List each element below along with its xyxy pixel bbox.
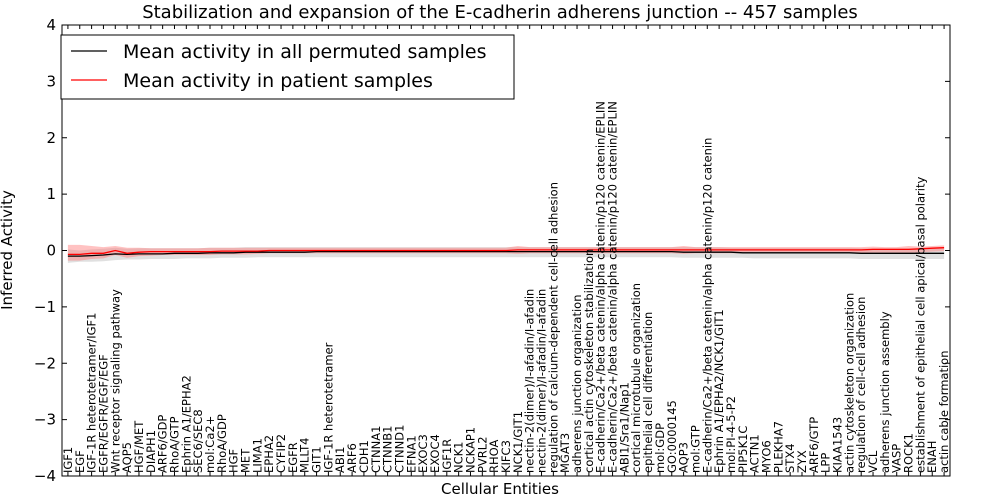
x-tick-label: cortical microtubule organization [629,283,643,473]
x-tick-label: ROCK1 [902,433,916,473]
x-tick-label: KIAA1543 [831,417,845,473]
y-tick-label: −4 [34,467,56,485]
legend: Mean activity in all permuted samples Me… [60,34,515,100]
x-tick-label: ACTN1 [748,434,762,473]
y-tick-label: 2 [46,129,56,147]
x-tick-label: RhoA/GTP [168,416,182,473]
y-tick-label: −3 [34,411,56,429]
y-tick-label: 4 [46,16,56,34]
x-tick-label: SEC6/SEC8 [191,409,205,473]
x-tick-label: HGF/MET [132,420,146,473]
legend-label-patient: Mean activity in patient samples [123,70,433,92]
x-tick-label: PIP5K1C [736,426,750,473]
x-tick-label: CTNNB1 [381,426,395,473]
series-band-1 [67,244,945,261]
y-tick-label: 3 [46,72,56,90]
x-tick-label: MYO6 [760,440,774,473]
x-tick-label: CTNND1 [392,425,406,473]
x-tick-label: E-cadherin/Ca2+/beta catenin/alpha caten… [594,101,608,473]
x-tick-label: Wnt receptor signaling pathway [108,289,122,473]
x-tick-label: GIT1 [310,446,324,473]
y-tick-label: 1 [46,185,56,203]
x-tick-label: DIAPH1 [144,430,158,473]
x-tick-label: E-cadherin/Ca2+/beta catenin/alpha caten… [700,138,714,473]
x-tick-label: AQP5 [120,442,134,473]
x-tick-label: CDH1 [357,440,371,473]
x-tick-label: EFNA1 [404,435,418,473]
x-tick-label: EGFR/EGFR/EGF/EGF [96,354,110,473]
x-tick-label: regulation of calcium-dependent cell-cel… [546,182,560,473]
y-tick-label: −1 [34,298,56,316]
x-tick-label: PLEKHA7 [771,421,785,473]
x-tick-label: RhoA/GDP [215,414,229,473]
x-tick-label: ABI1/Sra1/Nap1 [617,382,631,473]
x-tick-label: NCKAP1 [464,427,478,473]
x-tick-label: STX4 [783,443,797,473]
x-tick-label: EGFR [286,442,300,473]
x-tick-label: NCK1/GIT1 [511,411,525,473]
x-tick-label: adherens junction assembly [878,311,892,473]
x-tick-label: Ephrin A1/EPHA2/NCK1/GIT1 [712,309,726,473]
y-tick-label: 0 [46,242,56,260]
legend-box [60,34,515,100]
x-tick-label: mol:GDP [653,423,667,473]
x-tick-label: CYFIP2 [274,434,288,473]
x-tick-label: epithelial cell differentiation [641,312,655,473]
x-tick-label: cortical actin cytoskeleton stabilizatio… [582,249,596,473]
x-tick-label: MET [239,448,253,473]
x-tick-label: EXOC4 [428,434,442,473]
chart-title: Stabilization and expansion of the E-cad… [142,2,858,23]
y-tick-label: −2 [34,354,56,372]
x-tick-label: Ephrin A1/EPHA2 [179,375,193,473]
x-tick-label: ZYX [795,450,809,473]
x-tick-label: LIMA1 [250,438,264,473]
x-tick-label: E-cadherin/Ca2+/beta catenin/alpha caten… [606,101,620,473]
x-tick-label: ARF6 [345,443,359,473]
x-tick-label: establishment of epithelial cell apical/… [913,177,927,473]
x-tick-label: EGF [73,450,87,473]
y-axis-label: Inferred Activity [0,190,16,310]
x-tick-label: mol:GTP [688,425,702,473]
series-line-1 [67,247,945,256]
x-axis-label: Cellular Entities [441,480,559,498]
x-tick-label: mol:Ca2+ [203,416,217,473]
x-tick-label: AQP3 [677,442,691,473]
x-tick-label: IGF-1R heterotetramer/IGF1 [85,313,99,473]
x-tick-label: regulation of cell-cell adhesion [854,297,868,473]
x-tick-label: ARF6/GDP [156,415,170,473]
x-tick-label: LPP [819,453,833,473]
x-tick-label: mol:PI-4-5-P2 [724,396,738,473]
x-tick-label: actin cable formation [937,350,951,473]
x-tick-label: ABI1 [333,447,347,473]
x-tick-label: NCK1 [452,442,466,474]
x-tick-label: PVRL2 [475,436,489,473]
x-tick-label: VCL [866,450,880,473]
x-tick-label: EXOC3 [416,434,430,473]
x-tick-label: IGF-1R heterotetramer [321,342,335,473]
x-tick-label: nectin-2(dimer)/I-afadin/I-afadin [535,289,549,473]
x-tick-label: ENAH [925,441,939,473]
x-tick-label: CTNNA1 [369,426,383,473]
x-tick-label: KIFC3 [499,440,513,473]
x-tick-label: nectin-2(dimer)/I-afadin/I-afadin [523,289,537,473]
x-tick-label: GO:0000145 [665,400,679,473]
x-tick-label: MLLT4 [298,438,312,474]
x-tick-label: adherens junction organization [570,295,584,473]
series-line-0 [67,250,945,257]
legend-label-permuted: Mean activity in all permuted samples [123,41,486,63]
x-tick-label: RHOA [487,440,501,473]
x-tick-label: IGF1 [61,447,75,473]
x-tick-label: VASP [890,444,904,473]
x-tick-label: actin cytoskeleton organization [842,293,856,473]
x-tick-label: IGF1R [440,439,454,473]
x-tick-label: ARF6/GTP [807,417,821,473]
x-tick-label: HGF [227,449,241,473]
x-tick-label: MGAT3 [558,433,572,473]
x-tick-label: EPHA2 [262,435,276,473]
